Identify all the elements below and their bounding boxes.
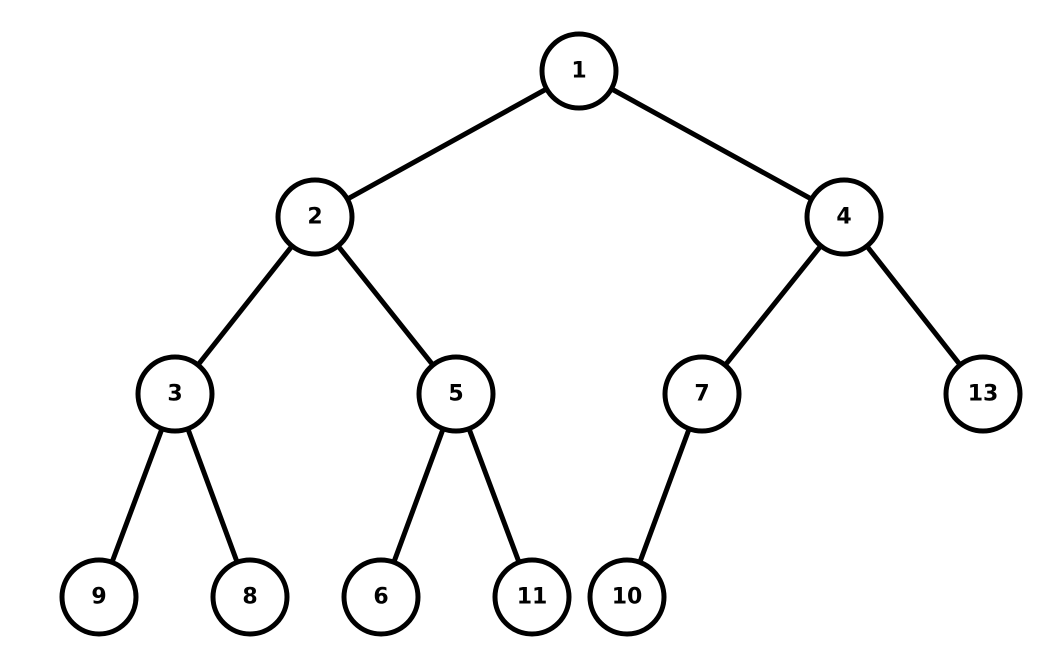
node-circle (341, 557, 421, 637)
node-label: 4 (836, 205, 851, 230)
tree-node-1: 1 (539, 31, 619, 111)
node-circle (943, 354, 1023, 434)
node-circle (135, 354, 215, 434)
node-circle (539, 31, 619, 111)
tree-node-13: 13 (943, 354, 1023, 434)
node-label: 10 (612, 585, 643, 610)
node-label: 5 (448, 382, 463, 407)
node-circle (59, 557, 139, 637)
edge-n1-n4 (576, 68, 847, 220)
tree-edges (96, 68, 986, 600)
tree-node-7: 7 (662, 354, 742, 434)
tree-node-5: 5 (416, 354, 496, 434)
node-label: 3 (167, 382, 182, 407)
node-label: 8 (242, 585, 257, 610)
tree-node-4: 4 (804, 177, 884, 257)
node-circle (210, 557, 290, 637)
node-circle (416, 354, 496, 434)
tree-node-11: 11 (492, 557, 572, 637)
node-label: 13 (968, 382, 999, 407)
node-circle (492, 557, 572, 637)
node-label: 11 (517, 585, 548, 610)
tree-node-6: 6 (341, 557, 421, 637)
edge-n1-n2 (312, 68, 582, 220)
node-label: 1 (571, 59, 586, 84)
tree-node-10: 10 (587, 557, 667, 637)
node-circle (662, 354, 742, 434)
node-circle (587, 557, 667, 637)
tree-node-3: 3 (135, 354, 215, 434)
node-label: 6 (373, 585, 388, 610)
node-circle (804, 177, 884, 257)
tree-node-2: 2 (275, 177, 355, 257)
tree-nodes: 1 2 4 3 5 7 13 9 8 6 11 10 (59, 31, 1023, 637)
node-circle (275, 177, 355, 257)
node-label: 9 (91, 585, 106, 610)
tree-node-8: 8 (210, 557, 290, 637)
tree-node-9: 9 (59, 557, 139, 637)
node-label: 7 (694, 382, 709, 407)
node-label: 2 (307, 205, 322, 230)
